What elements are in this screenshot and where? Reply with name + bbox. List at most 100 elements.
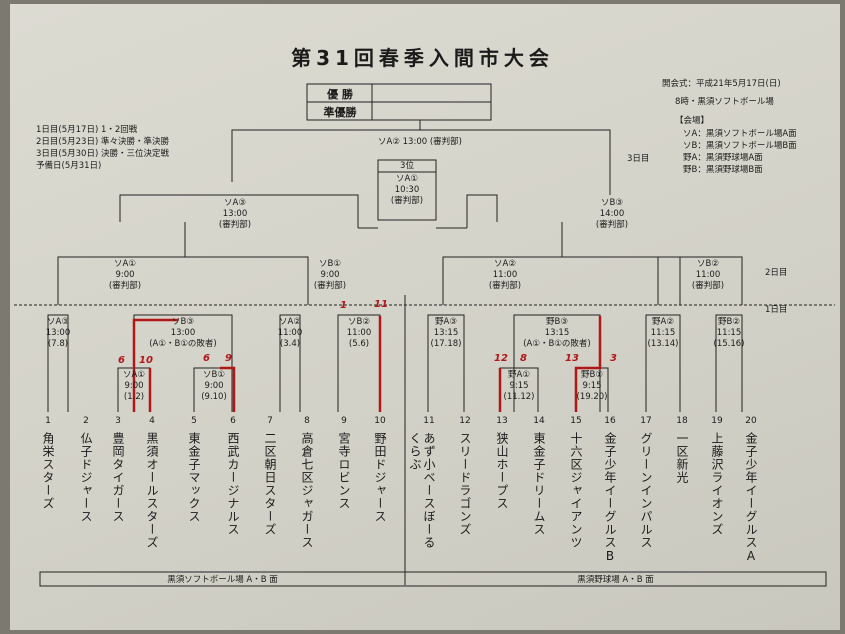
match-time: 13:00 (170, 328, 196, 338)
team-name: 金子少年イーグルスB (603, 432, 617, 564)
day2-label: 2日目 (765, 268, 788, 278)
handwritten-mark: 10 (139, 355, 153, 366)
opening-place: 8時・黒須ソフトボール場 (675, 97, 774, 107)
team-number: 2 (83, 416, 89, 426)
match-time: 9:00 (320, 270, 340, 280)
match-umpire: (7.8) (47, 339, 69, 349)
team-number: 6 (230, 416, 236, 426)
match-venue: 野A① (508, 370, 530, 380)
match-umpire: (15.16) (713, 339, 745, 349)
team-name: 宮寺ロビンス (337, 432, 351, 510)
handwritten-mark: 8 (520, 353, 527, 364)
team-name-line2: くらぶ (408, 432, 422, 471)
team-number: 13 (496, 416, 508, 426)
third-place-box (377, 159, 437, 221)
team-name: 黒須オールスターズ (145, 432, 159, 549)
match-final: ソA② 13:00 (審判部) (332, 137, 508, 148)
match-time: 13:15 (433, 328, 459, 338)
match-time: 14:00 (599, 209, 625, 219)
match-time: 9:00 (124, 381, 144, 391)
match-time: 13:00 (222, 209, 248, 219)
match-venue: ソB③ (601, 198, 623, 208)
match-venue: ソB② (348, 317, 370, 327)
match-venue: ソB① (319, 259, 341, 269)
team-number: 18 (676, 416, 688, 426)
handwritten-mark: 6 (118, 355, 125, 366)
match-venue: ソB③ (172, 317, 194, 327)
match-venue: ソA① (123, 370, 145, 380)
team-number: 17 (640, 416, 652, 426)
match-venue: ソA② (494, 259, 516, 269)
handwritten-mark: 11 (374, 299, 388, 310)
match-r2c: ソA② 11:00 (3.4) (268, 317, 312, 350)
match-umpire: (5.6) (348, 339, 370, 349)
team-name: 仏子ドジャース (79, 432, 93, 523)
team-number: 20 (745, 416, 757, 426)
match-umpire: (審判部) (313, 281, 347, 291)
team-number: 9 (341, 416, 347, 426)
team-number: 12 (459, 416, 471, 426)
team-number: 5 (191, 416, 197, 426)
team-number: 4 (149, 416, 155, 426)
match-umpire: (審判部) (691, 281, 725, 291)
team-name: グリーンインパルス (639, 432, 653, 549)
team-name: 豊岡タイガース (111, 432, 125, 523)
match-qf1: ソA① 9:00 (審判部) (95, 259, 155, 292)
team-name: スリードラゴンズ (458, 432, 472, 536)
venue-item: ソA：黒須ソフトボール場A面 (683, 129, 797, 139)
match-time: 13:00 (45, 328, 71, 338)
match-umpire: (A①・B①の敗者) (523, 339, 591, 349)
match-time: 11:15 (716, 328, 742, 338)
schedule-day2: 2日目(5月23日) 準々決勝・準決勝 (36, 137, 169, 147)
match-umpire: (1.2) (123, 392, 145, 402)
match-venue: 野A② (652, 317, 674, 327)
match-umpire: (審判部) (390, 196, 424, 206)
match-r2f: 野B③ 13:15 (A①・B①の敗者) (514, 317, 600, 350)
match-third-place: 3位 ソA① 10:30 (審判部) (378, 161, 436, 207)
venue-item: 野A：黒須野球場A面 (683, 153, 763, 163)
team-name: 東金子マックス (187, 432, 201, 523)
match-umpire: (審判部) (595, 220, 629, 230)
handwritten-mark: 12 (494, 353, 508, 364)
match-venue: ソA① (396, 174, 418, 184)
team-name: 東金子ドリームス (532, 432, 546, 536)
footer-venue-baseball: 黒須野球場 A・B 面 (577, 575, 654, 585)
handwritten-mark: 6 (203, 353, 210, 364)
third-place-label: 3位 (400, 161, 414, 171)
day1-label: 1日目 (765, 305, 788, 315)
team-name: 高倉七区ジャガース (300, 432, 314, 549)
match-umpire: (13.14) (647, 339, 679, 349)
match-r1b: ソB① 9:00 (9.10) (194, 370, 234, 403)
team-name: 上藤沢ライオンズ (710, 432, 724, 536)
match-umpire: (審判部) (488, 281, 522, 291)
match-qf2: ソB① 9:00 (審判部) (300, 259, 360, 292)
match-time: 10:30 (394, 185, 420, 195)
team-number: 11 (423, 416, 435, 426)
match-umpire: (17.18) (430, 339, 462, 349)
match-r2h: 野B② 11:15 (15.16) (709, 317, 749, 350)
match-semi-left: ソA③ 13:00 (審判部) (205, 198, 265, 231)
winner-label: 優 勝 (327, 88, 353, 101)
handwritten-mark: 1 (340, 300, 347, 311)
match-time: 11:00 (492, 270, 518, 280)
team-number: 14 (533, 416, 545, 426)
match-venue: 野B① (581, 370, 603, 380)
team-name: 十六区ジャイアンツ (569, 432, 583, 549)
match-umpire: (3.4) (279, 339, 301, 349)
match-umpire: (9.10) (201, 392, 227, 402)
venue-item: 野B：黒須野球場B面 (683, 165, 763, 175)
match-time: 11:00 (346, 328, 372, 338)
match-venue: 野A③ (435, 317, 457, 327)
day3-label: 3日目 (627, 154, 650, 164)
match-time: 13:15 (544, 328, 570, 338)
footer-venue-softball: 黒須ソフトボール場 A・B 面 (167, 575, 278, 585)
bracket-sheet (10, 4, 840, 630)
team-number: 10 (374, 416, 386, 426)
match-time: 9:00 (115, 270, 135, 280)
match-venue: 野B③ (546, 317, 568, 327)
team-number: 8 (304, 416, 310, 426)
match-venue: ソA③ (47, 317, 69, 327)
runner-up-label: 準優勝 (323, 106, 357, 119)
match-time: 11:15 (650, 328, 676, 338)
